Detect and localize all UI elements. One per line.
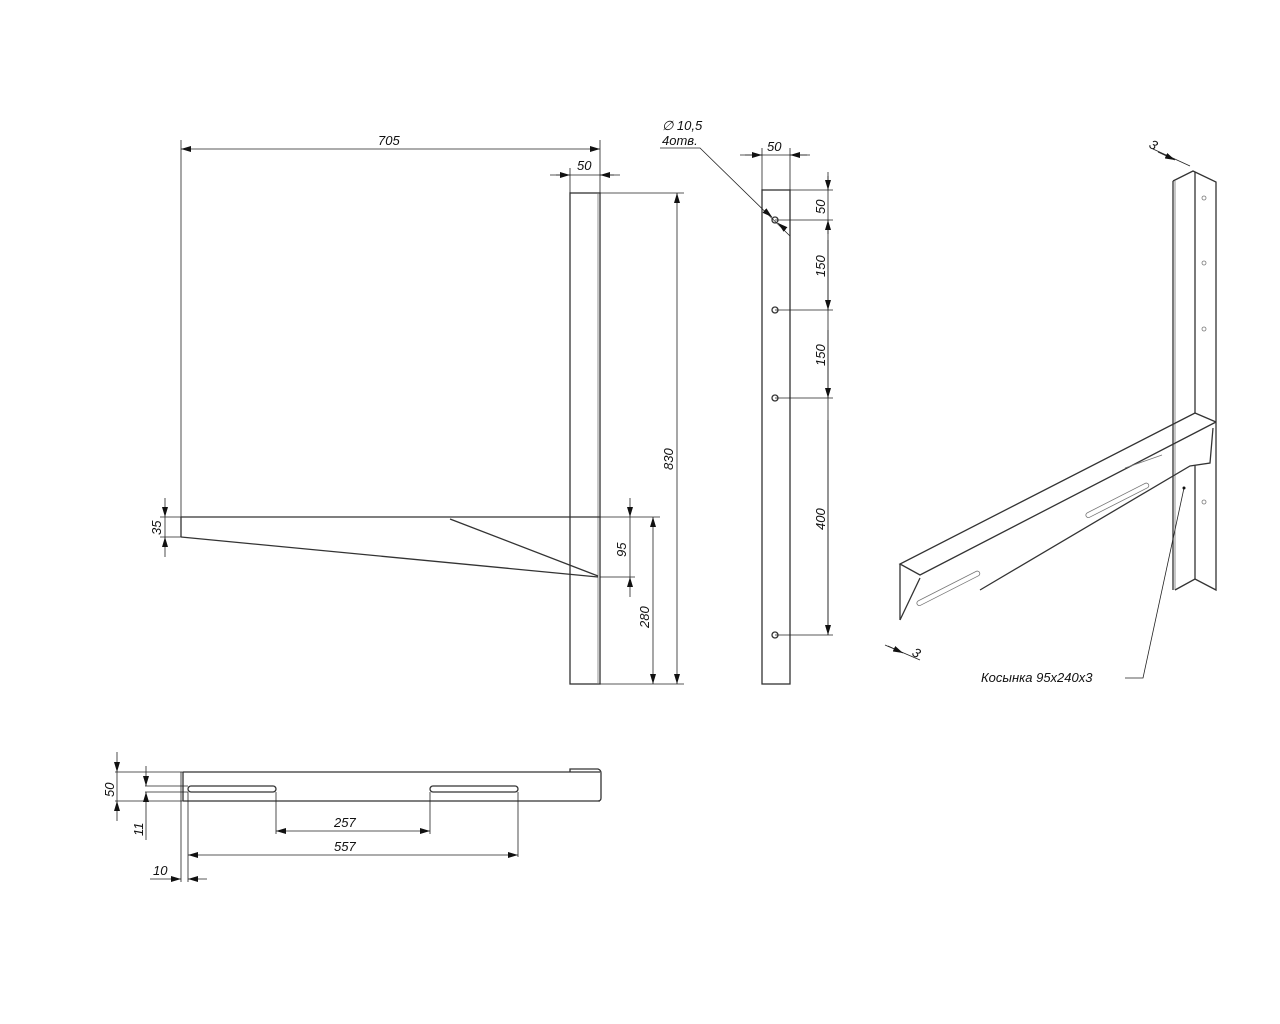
dim-top-557: 557 xyxy=(334,839,356,854)
mounting-holes xyxy=(771,216,779,639)
hole-leader xyxy=(660,147,791,237)
dim-spacing-50: 50 xyxy=(813,199,828,214)
isometric-view: 3 3 Косынка 95x240x3 xyxy=(884,136,1217,685)
dim-side-width-50: 50 xyxy=(767,139,782,154)
slot xyxy=(429,785,519,793)
slot xyxy=(1085,482,1150,518)
dim-830: 830 xyxy=(661,448,676,470)
dim-top-50: 50 xyxy=(102,782,117,797)
dim-iso-3-bottom: 3 xyxy=(910,644,924,661)
top-view: 50 11 10 257 557 xyxy=(102,752,602,882)
shelf-bottom xyxy=(180,536,599,578)
dim-35: 35 xyxy=(149,520,164,535)
post-side-outline xyxy=(761,189,791,685)
hole-diameter-note: ∅ 10,5 xyxy=(662,118,703,133)
hole xyxy=(1201,260,1207,266)
dim-spacing-400: 400 xyxy=(813,508,828,530)
hole-count-note: 4отв. xyxy=(662,133,698,148)
dim-top-11: 11 xyxy=(131,823,146,837)
dim-spacing-150: 150 xyxy=(813,344,828,366)
dim-top-10: 10 xyxy=(153,863,168,878)
slot xyxy=(187,785,277,793)
dim-spacing-150: 150 xyxy=(813,255,828,277)
dim-iso-3-top: 3 xyxy=(1147,136,1161,153)
front-view: 705 50 830 35 95 280 xyxy=(149,133,684,685)
dim-280: 280 xyxy=(637,606,652,629)
gusset-edge xyxy=(449,518,599,577)
gusset-label: Косынка 95x240x3 xyxy=(981,670,1093,685)
gusset-leader xyxy=(1125,487,1185,679)
dim-705: 705 xyxy=(378,133,400,148)
slot xyxy=(916,570,981,606)
side-view: 50 50 150 150 400 ∅ 10,5 4отв. xyxy=(660,118,833,685)
post-outline xyxy=(569,192,601,685)
dim-post-50: 50 xyxy=(577,158,592,173)
dim-95: 95 xyxy=(614,542,629,557)
hole xyxy=(1201,499,1207,505)
hole xyxy=(1201,195,1207,201)
hole xyxy=(1201,326,1207,332)
dim-top-257: 257 xyxy=(333,815,356,830)
